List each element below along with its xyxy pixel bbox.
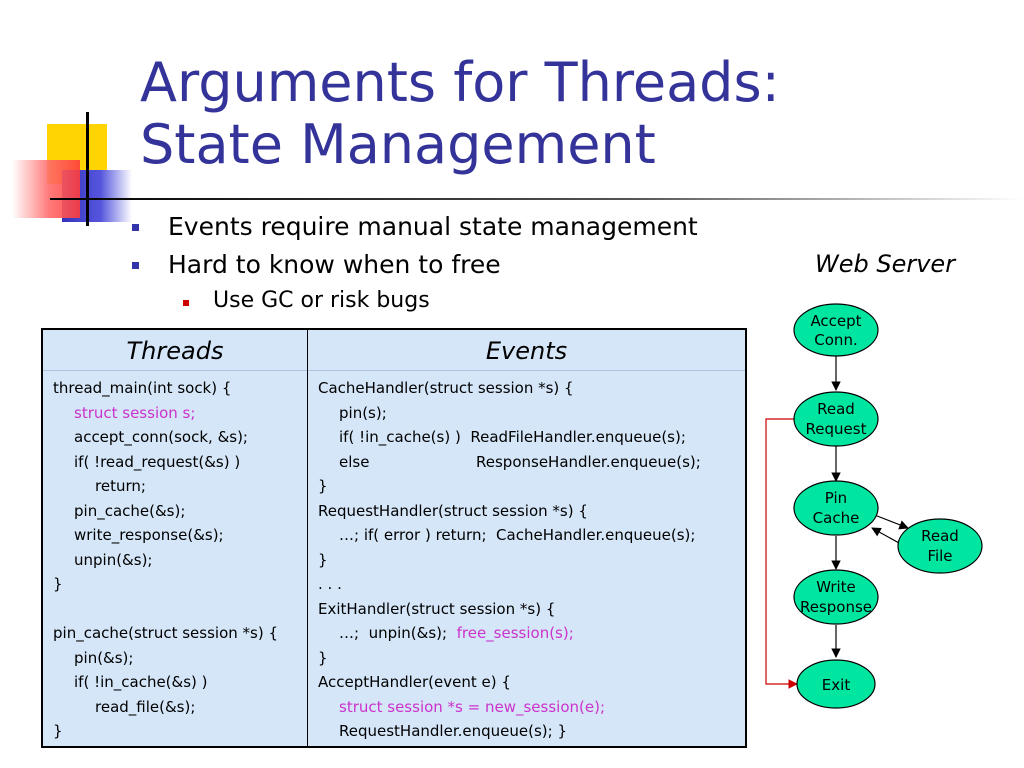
diagram-label: Web Server — [815, 250, 956, 278]
node-label: Read — [817, 400, 855, 418]
code-segment: } — [318, 477, 328, 495]
slide-title: Arguments for Threads: State Management — [140, 52, 780, 176]
bullet-item: Hard to know when to free — [130, 246, 698, 284]
code-line: write_response(&s); — [74, 526, 224, 544]
edge-pin-to-readfile — [871, 513, 909, 530]
code-line: CacheHandler(struct session *s) { — [318, 376, 745, 401]
code-segment: } — [318, 648, 328, 667]
node-read-request: Read Request — [793, 391, 879, 447]
code-line: return; — [95, 477, 146, 495]
node-label: Response — [800, 598, 872, 616]
code-line: …; unpin(&s); free_session(s); — [318, 621, 745, 646]
node-accept-conn: Accept Conn. — [793, 303, 879, 357]
code-segment: } — [318, 550, 328, 569]
code-segment: RequestHandler.enqueue(s); } — [339, 722, 567, 740]
title-rule — [50, 198, 1024, 200]
code-line: unpin(&s); — [74, 550, 153, 569]
bullet-text: Hard to know when to free — [168, 250, 501, 279]
code-line: pin_cache(struct session *s) { — [53, 624, 279, 642]
web-server-flow-diagram: Accept Conn. Read Request Pin Cache Read… — [765, 303, 983, 709]
bullet-item: Events require manual state management — [130, 208, 698, 246]
node-write-response: Write Response — [793, 569, 879, 625]
bullet-text: Events require manual state management — [168, 212, 698, 241]
node-pin-cache: Pin Cache — [793, 480, 879, 536]
code-comparison-table: Threads thread_main(int sock) { struct se… — [41, 328, 747, 748]
slide-title-line-1: Arguments for Threads: — [140, 51, 780, 114]
code-segment: AcceptHandler(event e) { — [318, 673, 511, 691]
bullet-marker-icon — [132, 224, 139, 231]
code-line: …; if( error ) return; CacheHandler.enqu… — [318, 523, 745, 548]
threads-header: Threads — [43, 330, 307, 371]
code-line: accept_conn(sock, &s); — [74, 428, 248, 446]
code-line: ExitHandler(struct session *s) { — [318, 597, 745, 622]
code-line: . . . — [318, 572, 745, 597]
code-segment: …; unpin(&s); — [339, 624, 457, 642]
decor-vertical-line — [86, 112, 89, 226]
node-label: Accept — [810, 312, 861, 330]
code-line — [53, 597, 307, 622]
code-segment: struct session *s = new_session(e); — [339, 697, 605, 716]
code-line: } — [318, 474, 745, 499]
code-segment: CacheHandler(struct session *s) { — [318, 379, 574, 397]
code-line: } — [318, 646, 745, 671]
code-segment: if( !in_cache(s) ) ReadFileHandler.enque… — [339, 428, 686, 446]
code-line: pin_cache(&s); — [74, 501, 186, 520]
code-line: struct session s; — [74, 403, 196, 422]
code-segment: ExitHandler(struct session *s) { — [318, 599, 556, 618]
node-exit: Exit — [796, 659, 876, 709]
node-label: Cache — [813, 509, 860, 527]
node-label: Conn. — [814, 331, 857, 349]
code-line: struct session *s = new_session(e); — [318, 695, 745, 720]
code-segment: ResponseHandler.enqueue(s); — [476, 452, 701, 471]
code-line: pin(s); — [318, 401, 745, 426]
threads-column: Threads thread_main(int sock) { struct se… — [43, 330, 308, 746]
events-column: Events CacheHandler(struct session *s) {… — [308, 330, 745, 746]
sub-bullet-marker-icon — [183, 300, 189, 306]
node-label: Pin — [825, 489, 847, 507]
code-line: if( !in_cache(&s) ) — [74, 673, 208, 691]
sub-bullet-text: Use GC or risk bugs — [213, 288, 430, 313]
node-label: Read — [921, 527, 959, 545]
code-line: if( !in_cache(s) ) ReadFileHandler.enque… — [318, 425, 745, 450]
threads-code-block: thread_main(int sock) { struct session s;… — [43, 371, 307, 744]
code-line: RequestHandler.enqueue(s); } — [318, 719, 745, 744]
code-line: pin(&s); — [74, 648, 134, 667]
code-segment: . . . — [318, 575, 342, 593]
code-line: } — [318, 548, 745, 573]
node-label: Exit — [822, 676, 851, 694]
code-line: AcceptHandler(event e) { — [318, 670, 745, 695]
bullet-marker-icon — [132, 262, 139, 269]
events-header: Events — [308, 330, 745, 371]
bullet-list: Events require manual state management H… — [130, 208, 698, 318]
code-segment: free_session(s); — [456, 624, 574, 642]
decor-red-square — [12, 160, 80, 218]
events-code-block: CacheHandler(struct session *s) { pin(s);… — [308, 371, 745, 744]
code-line: } — [53, 722, 63, 740]
slide-title-line-2: State Management — [140, 113, 656, 176]
code-segment: RequestHandler(struct session *s) { — [318, 501, 588, 520]
code-segment: pin(s); — [339, 403, 387, 422]
code-line: } — [53, 575, 63, 593]
code-line: else ResponseHandler.enqueue(s); — [318, 450, 745, 475]
node-label: Request — [806, 420, 867, 438]
node-label: Write — [816, 578, 856, 596]
sub-bullet-item: Use GC or risk bugs — [130, 284, 698, 318]
code-line: read_file(&s); — [95, 697, 196, 716]
code-segment: else — [339, 452, 370, 471]
edge-read-to-exit-error — [765, 418, 800, 689]
code-line: if( !read_request(&s) ) — [74, 452, 241, 471]
node-read-file: Read File — [897, 518, 983, 574]
node-label: File — [927, 547, 952, 565]
code-line: thread_main(int sock) { — [53, 379, 232, 397]
code-line: RequestHandler(struct session *s) { — [318, 499, 745, 524]
code-segment: …; if( error ) return; CacheHandler.enqu… — [339, 526, 696, 544]
